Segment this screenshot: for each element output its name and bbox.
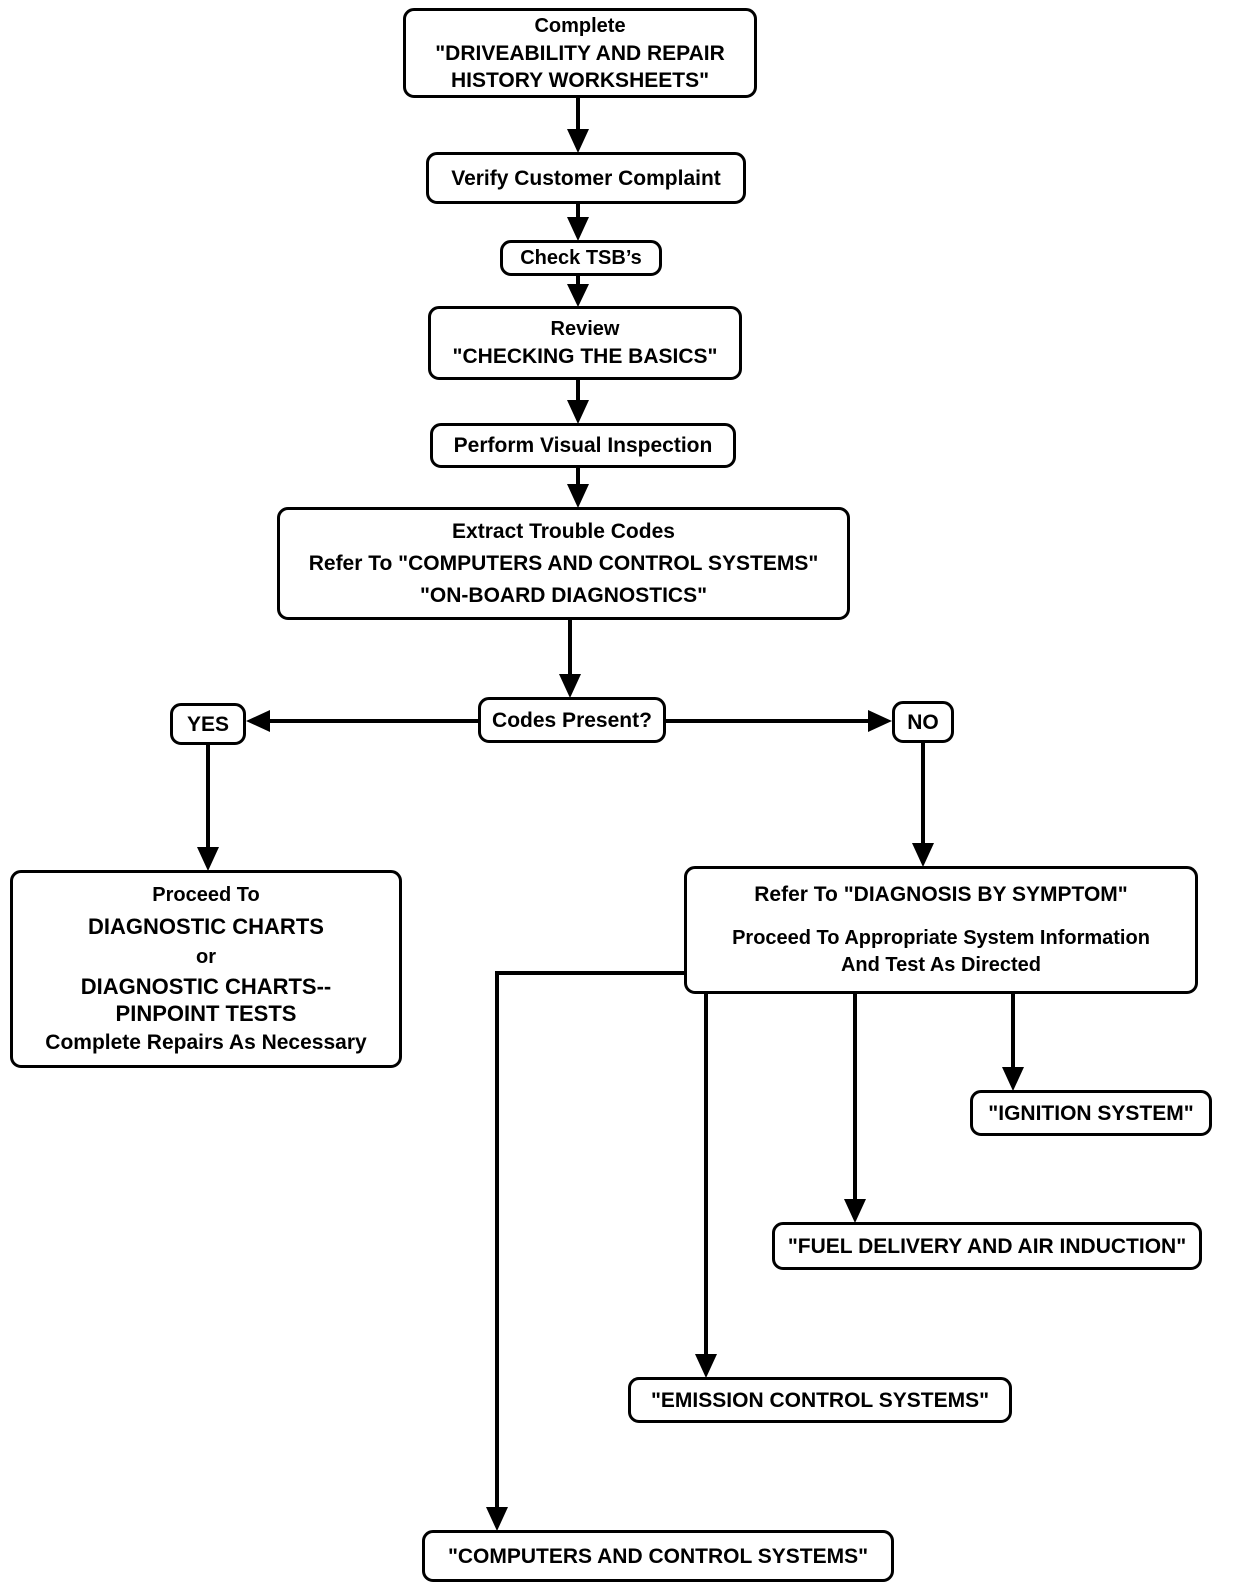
node-line: Proceed To xyxy=(152,884,260,906)
node-line: HISTORY WORKSHEETS" xyxy=(450,68,710,92)
arrowhead-emission xyxy=(695,1354,717,1378)
node-line: YES xyxy=(186,712,230,736)
flow-node-extract-codes: Extract Trouble Codes Refer To "COMPUTER… xyxy=(277,507,850,620)
arrowhead-proceed xyxy=(197,847,219,871)
arrowhead-ignition xyxy=(1002,1067,1024,1091)
flow-node-proceed-diagnostic: Proceed To DIAGNOSTIC CHARTS or DIAGNOST… xyxy=(10,870,402,1068)
arrowhead-extract xyxy=(567,484,589,508)
flow-node-computers-control: "COMPUTERS AND CONTROL SYSTEMS" xyxy=(422,1530,894,1582)
node-line: DIAGNOSTIC CHARTS xyxy=(88,914,324,939)
flow-node-verify-complaint: Verify Customer Complaint xyxy=(426,152,746,204)
node-line: And Test As Directed xyxy=(840,954,1042,976)
node-line: Complete Repairs As Necessary xyxy=(45,1031,367,1054)
flow-node-codes-present: Codes Present? xyxy=(478,697,666,743)
node-line: NO xyxy=(907,710,939,734)
node-line: Complete xyxy=(534,14,626,37)
node-line: "EMISSION CONTROL SYSTEMS" xyxy=(650,1388,990,1412)
node-line: Extract Trouble Codes xyxy=(452,519,675,543)
node-line: "DRIVEABILITY AND REPAIR xyxy=(435,41,725,65)
flow-node-fuel-delivery: "FUEL DELIVERY AND AIR INDUCTION" xyxy=(772,1222,1202,1270)
node-line: Refer To "DIAGNOSIS BY SYMPTOM" xyxy=(754,883,1128,906)
arrowhead-verify xyxy=(567,129,589,153)
arrowhead-refer xyxy=(912,843,934,867)
node-line: DIAGNOSTIC CHARTS-- xyxy=(80,974,332,999)
node-line: "COMPUTERS AND CONTROL SYSTEMS" xyxy=(447,1544,869,1568)
arrowhead-computers xyxy=(486,1507,508,1531)
node-line: "CHECKING THE BASICS" xyxy=(452,345,718,368)
arrowhead-no xyxy=(868,710,892,732)
node-line: or xyxy=(196,946,216,968)
node-line: PINPOINT TESTS xyxy=(115,1001,297,1026)
flow-node-review-basics: Review "CHECKING THE BASICS" xyxy=(428,306,742,380)
flow-node-perform-visual: Perform Visual Inspection xyxy=(430,423,736,468)
flow-node-ignition-system: "IGNITION SYSTEM" xyxy=(970,1090,1212,1136)
node-line: "IGNITION SYSTEM" xyxy=(988,1101,1194,1125)
arrowhead-fuel xyxy=(844,1199,866,1223)
arrowhead-yes xyxy=(246,710,270,732)
flow-node-check-tsbs: Check TSB’s xyxy=(500,240,662,276)
arrowhead-visual xyxy=(567,400,589,424)
node-line: "ON-BOARD DIAGNOSTICS" xyxy=(419,583,708,607)
node-line: Check TSB’s xyxy=(520,246,642,269)
arrowhead-review xyxy=(567,284,589,307)
node-line: Codes Present? xyxy=(492,708,652,732)
flow-node-refer-symptom: Refer To "DIAGNOSIS BY SYMPTOM" Proceed … xyxy=(684,866,1198,994)
node-line: Proceed To Appropriate System Informatio… xyxy=(732,927,1150,949)
flow-node-no: NO xyxy=(892,701,954,743)
flow-node-emission-control: "EMISSION CONTROL SYSTEMS" xyxy=(628,1377,1012,1423)
flow-node-complete-worksheets: Complete "DRIVEABILITY AND REPAIR HISTOR… xyxy=(403,8,757,98)
flow-node-yes: YES xyxy=(170,703,246,745)
edge-refer-to-computers xyxy=(495,971,684,1509)
arrowhead-tsbs xyxy=(567,217,589,241)
node-line: Verify Customer Complaint xyxy=(451,166,721,190)
node-line: Perform Visual Inspection xyxy=(453,434,713,457)
arrowhead-codes xyxy=(559,674,581,698)
node-line: "FUEL DELIVERY AND AIR INDUCTION" xyxy=(787,1234,1187,1258)
node-line: Review xyxy=(550,318,620,340)
node-line: Refer To "COMPUTERS AND CONTROL SYSTEMS" xyxy=(308,551,819,575)
